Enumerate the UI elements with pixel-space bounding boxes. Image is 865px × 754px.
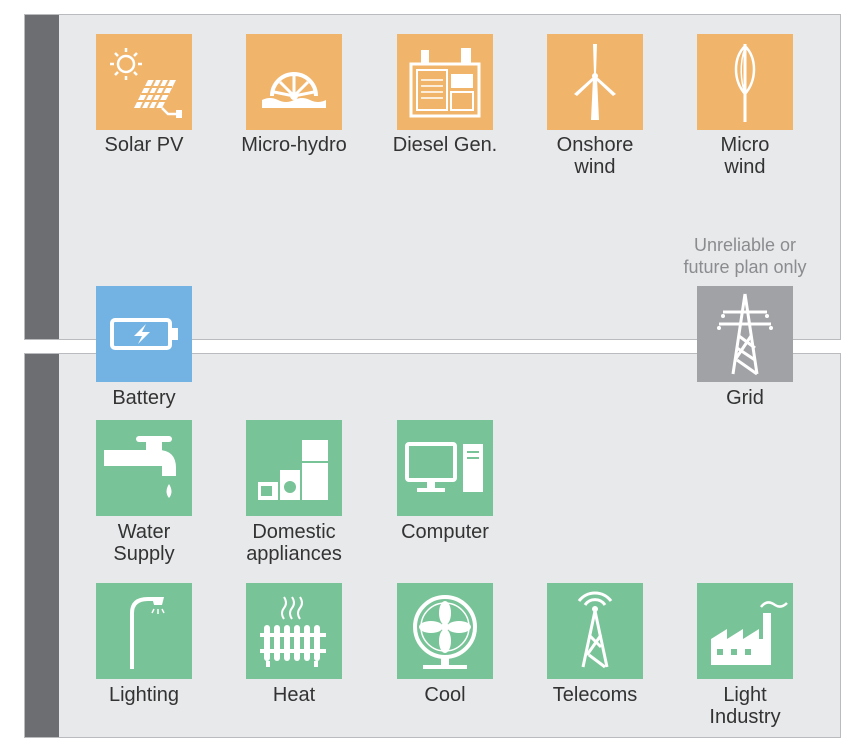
wind-turbine-icon (574, 44, 616, 120)
diesel-gen-label: Diesel Gen. (392, 134, 498, 156)
load-section-label: TYPICAL LOAD (6, 467, 28, 623)
computer-label: Computer (401, 521, 489, 543)
onshore-wind-tile (547, 34, 643, 130)
street-lamp-icon (130, 597, 165, 669)
computer-tile (397, 420, 493, 516)
domestic-appliances-label: Domestic appliances (246, 521, 342, 565)
onshore-wind-label: Onshore wind (556, 134, 634, 178)
grid-label: Grid (726, 387, 764, 409)
solar-pv-label: Solar PV (104, 134, 184, 156)
water-supply-label: Water Supply (113, 521, 175, 565)
solar-panel-icon (110, 48, 182, 118)
tap-icon (104, 436, 176, 498)
water-wheel-icon (262, 72, 326, 108)
cool-tile (397, 583, 493, 679)
battery-tile (96, 286, 192, 382)
cool-label: Cool (424, 684, 466, 706)
appliances-icon (258, 440, 328, 500)
supply-band (25, 15, 59, 339)
light-industry-tile (697, 583, 793, 679)
computer-icon (405, 442, 483, 492)
battery-icon (110, 318, 178, 350)
lighting-label: Lighting (108, 684, 180, 706)
supply-section-label: TYPICAL SUPPLY (6, 87, 28, 267)
vertical-turbine-icon (734, 44, 756, 122)
diesel-gen-tile (397, 34, 493, 130)
heat-label: Heat (272, 684, 316, 706)
micro-wind-tile (697, 34, 793, 130)
micro-wind-label: Micro wind (720, 134, 770, 178)
grid-tile (697, 286, 793, 382)
generator-icon (409, 48, 481, 118)
load-band (25, 354, 59, 737)
lighting-tile (96, 583, 192, 679)
micro-hydro-label: Micro-hydro (241, 134, 347, 156)
light-industry-label: Light Industry (709, 684, 781, 728)
telecoms-label: Telecoms (552, 684, 638, 706)
heat-tile (246, 583, 342, 679)
radiator-icon (260, 596, 326, 667)
solar-pv-tile (96, 34, 192, 130)
domestic-appliances-tile (246, 420, 342, 516)
battery-label: Battery (112, 387, 176, 409)
antenna-icon (577, 591, 613, 669)
telecoms-tile (547, 583, 643, 679)
pylon-icon (717, 293, 773, 376)
micro-hydro-tile (246, 34, 342, 130)
fan-icon (413, 595, 477, 669)
factory-icon (711, 601, 788, 665)
water-supply-tile (96, 420, 192, 516)
grid-note: Unreliable or future plan only (683, 235, 807, 277)
